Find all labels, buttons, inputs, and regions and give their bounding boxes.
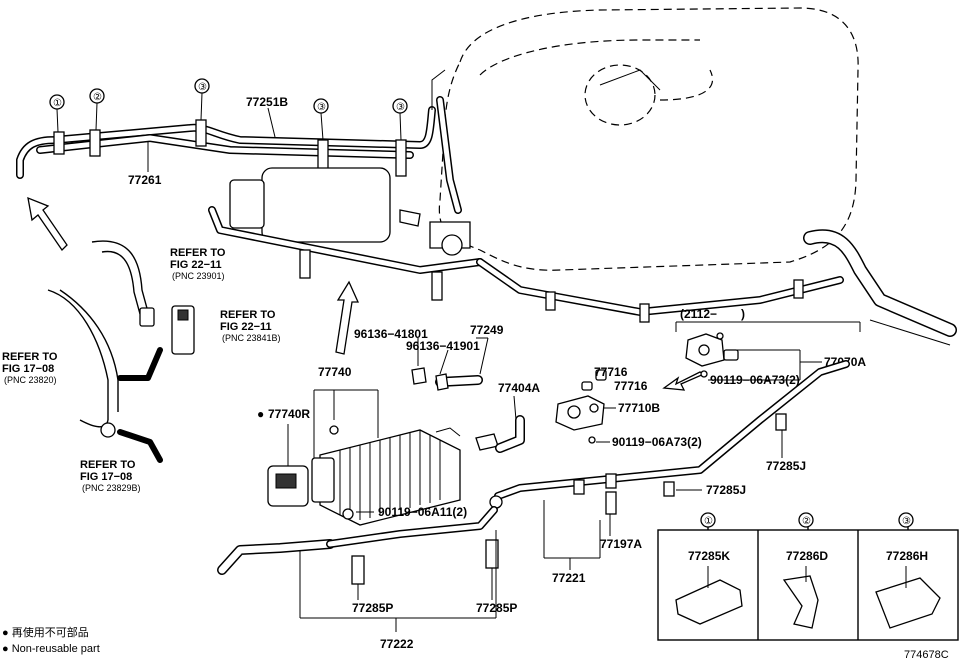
reference-note-4: REFER TO FIG 17−08 (PNC 23829B) <box>80 459 141 493</box>
part-number-77716b: 77716 <box>614 379 648 393</box>
nonreusable-marker: ● <box>257 407 264 421</box>
part-number-90119-06A73-a: 90119−06A73(2) <box>710 373 800 387</box>
part-number-77285P-b: 77285P <box>476 601 517 615</box>
svg-text:(PNC 23841B): (PNC 23841B) <box>222 333 281 343</box>
svg-text:REFER TO: REFER TO <box>170 247 226 259</box>
date-range-label: (2112− ) <box>680 307 745 321</box>
callout-1: ① <box>53 98 62 109</box>
svg-text:(PNC 23829B): (PNC 23829B) <box>82 483 141 493</box>
part-number-77285J-a: 77285J <box>766 459 806 473</box>
part-number-77261: 77261 <box>128 173 162 187</box>
canister-assembled <box>208 96 844 323</box>
filler-hose <box>803 229 957 346</box>
upper-clamps <box>53 119 407 177</box>
part-number-77249: 77249 <box>470 323 504 337</box>
direction-arrows <box>27 196 706 391</box>
reference-note-2: REFER TO FIG 22−11 (PNC 23841B) <box>220 309 281 343</box>
fuel-tube-77222 <box>217 506 499 585</box>
part-number-96136-41801: 96136−41801 <box>354 327 428 341</box>
part-number-77222: 77222 <box>380 637 414 651</box>
upper-fuel-lines <box>16 69 446 179</box>
inset-part-number-3: 77286H <box>886 549 928 563</box>
inset-part-number-2: 77286D <box>786 549 828 563</box>
part-number-77197A: 77197A <box>600 537 642 551</box>
valve-77070A <box>675 321 861 381</box>
part-number-77740: 77740 <box>318 365 352 379</box>
figure-id: 774678C <box>904 649 949 661</box>
part-number-77716a: 77716 <box>594 365 628 379</box>
legend-japanese: ● 再使用不可部品 <box>2 625 89 639</box>
callout-2: ② <box>93 92 102 103</box>
callout-3c: ③ <box>396 102 405 113</box>
part-number-90119-06A73-b: 90119−06A73(2) <box>612 435 702 449</box>
inset-callout-1: ① <box>704 516 713 527</box>
inset-callout-2: ② <box>802 516 811 527</box>
svg-text:REFER TO: REFER TO <box>80 459 136 471</box>
part-number-77740R: 77740R <box>268 407 310 421</box>
vacuum-hose-77249 <box>411 337 489 391</box>
legend-english: ● Non-reusable part <box>2 643 100 655</box>
callout-3b: ③ <box>317 102 326 113</box>
fuel-tank-outline <box>438 7 859 271</box>
reference-note-3: REFER TO FIG 17−08 (PNC 23820) <box>2 351 58 385</box>
clamp-inset-panel <box>657 512 959 641</box>
svg-text:REFER TO: REFER TO <box>220 309 276 321</box>
part-number-77251B: 77251B <box>246 95 288 109</box>
callout-circles-top <box>49 78 408 172</box>
reference-note-1: REFER TO FIG 22−11 (PNC 23901) <box>170 247 226 281</box>
svg-text:(PNC 23901): (PNC 23901) <box>172 271 225 281</box>
part-number-90119-06A11: 90119−06A11(2) <box>378 505 467 519</box>
part-number-77285P-a: 77285P <box>352 601 393 615</box>
purge-valve-77710B <box>555 369 607 444</box>
part-number-77285J-b: 77285J <box>706 483 746 497</box>
part-number-96136-41901: 96136−41901 <box>406 339 480 353</box>
svg-text:FIG 17−08: FIG 17−08 <box>80 471 132 483</box>
part-number-77221: 77221 <box>552 571 586 585</box>
part-number-77404A: 77404A <box>498 381 540 395</box>
inset-callout-3: ③ <box>902 516 911 527</box>
canister-exploded <box>267 415 525 526</box>
svg-text:FIG 22−11: FIG 22−11 <box>220 321 272 333</box>
part-number-77710B: 77710B <box>618 401 660 415</box>
svg-text:(PNC 23820): (PNC 23820) <box>4 375 57 385</box>
svg-text:REFER TO: REFER TO <box>2 351 58 363</box>
svg-text:FIG 17−08: FIG 17−08 <box>2 363 54 375</box>
reference-hoses-left <box>47 240 195 463</box>
fuel-tube-77221 <box>489 360 850 515</box>
svg-text:FIG 22−11: FIG 22−11 <box>170 259 222 271</box>
inset-part-number-1: 77285K <box>688 549 730 563</box>
callout-3a: ③ <box>198 82 207 93</box>
